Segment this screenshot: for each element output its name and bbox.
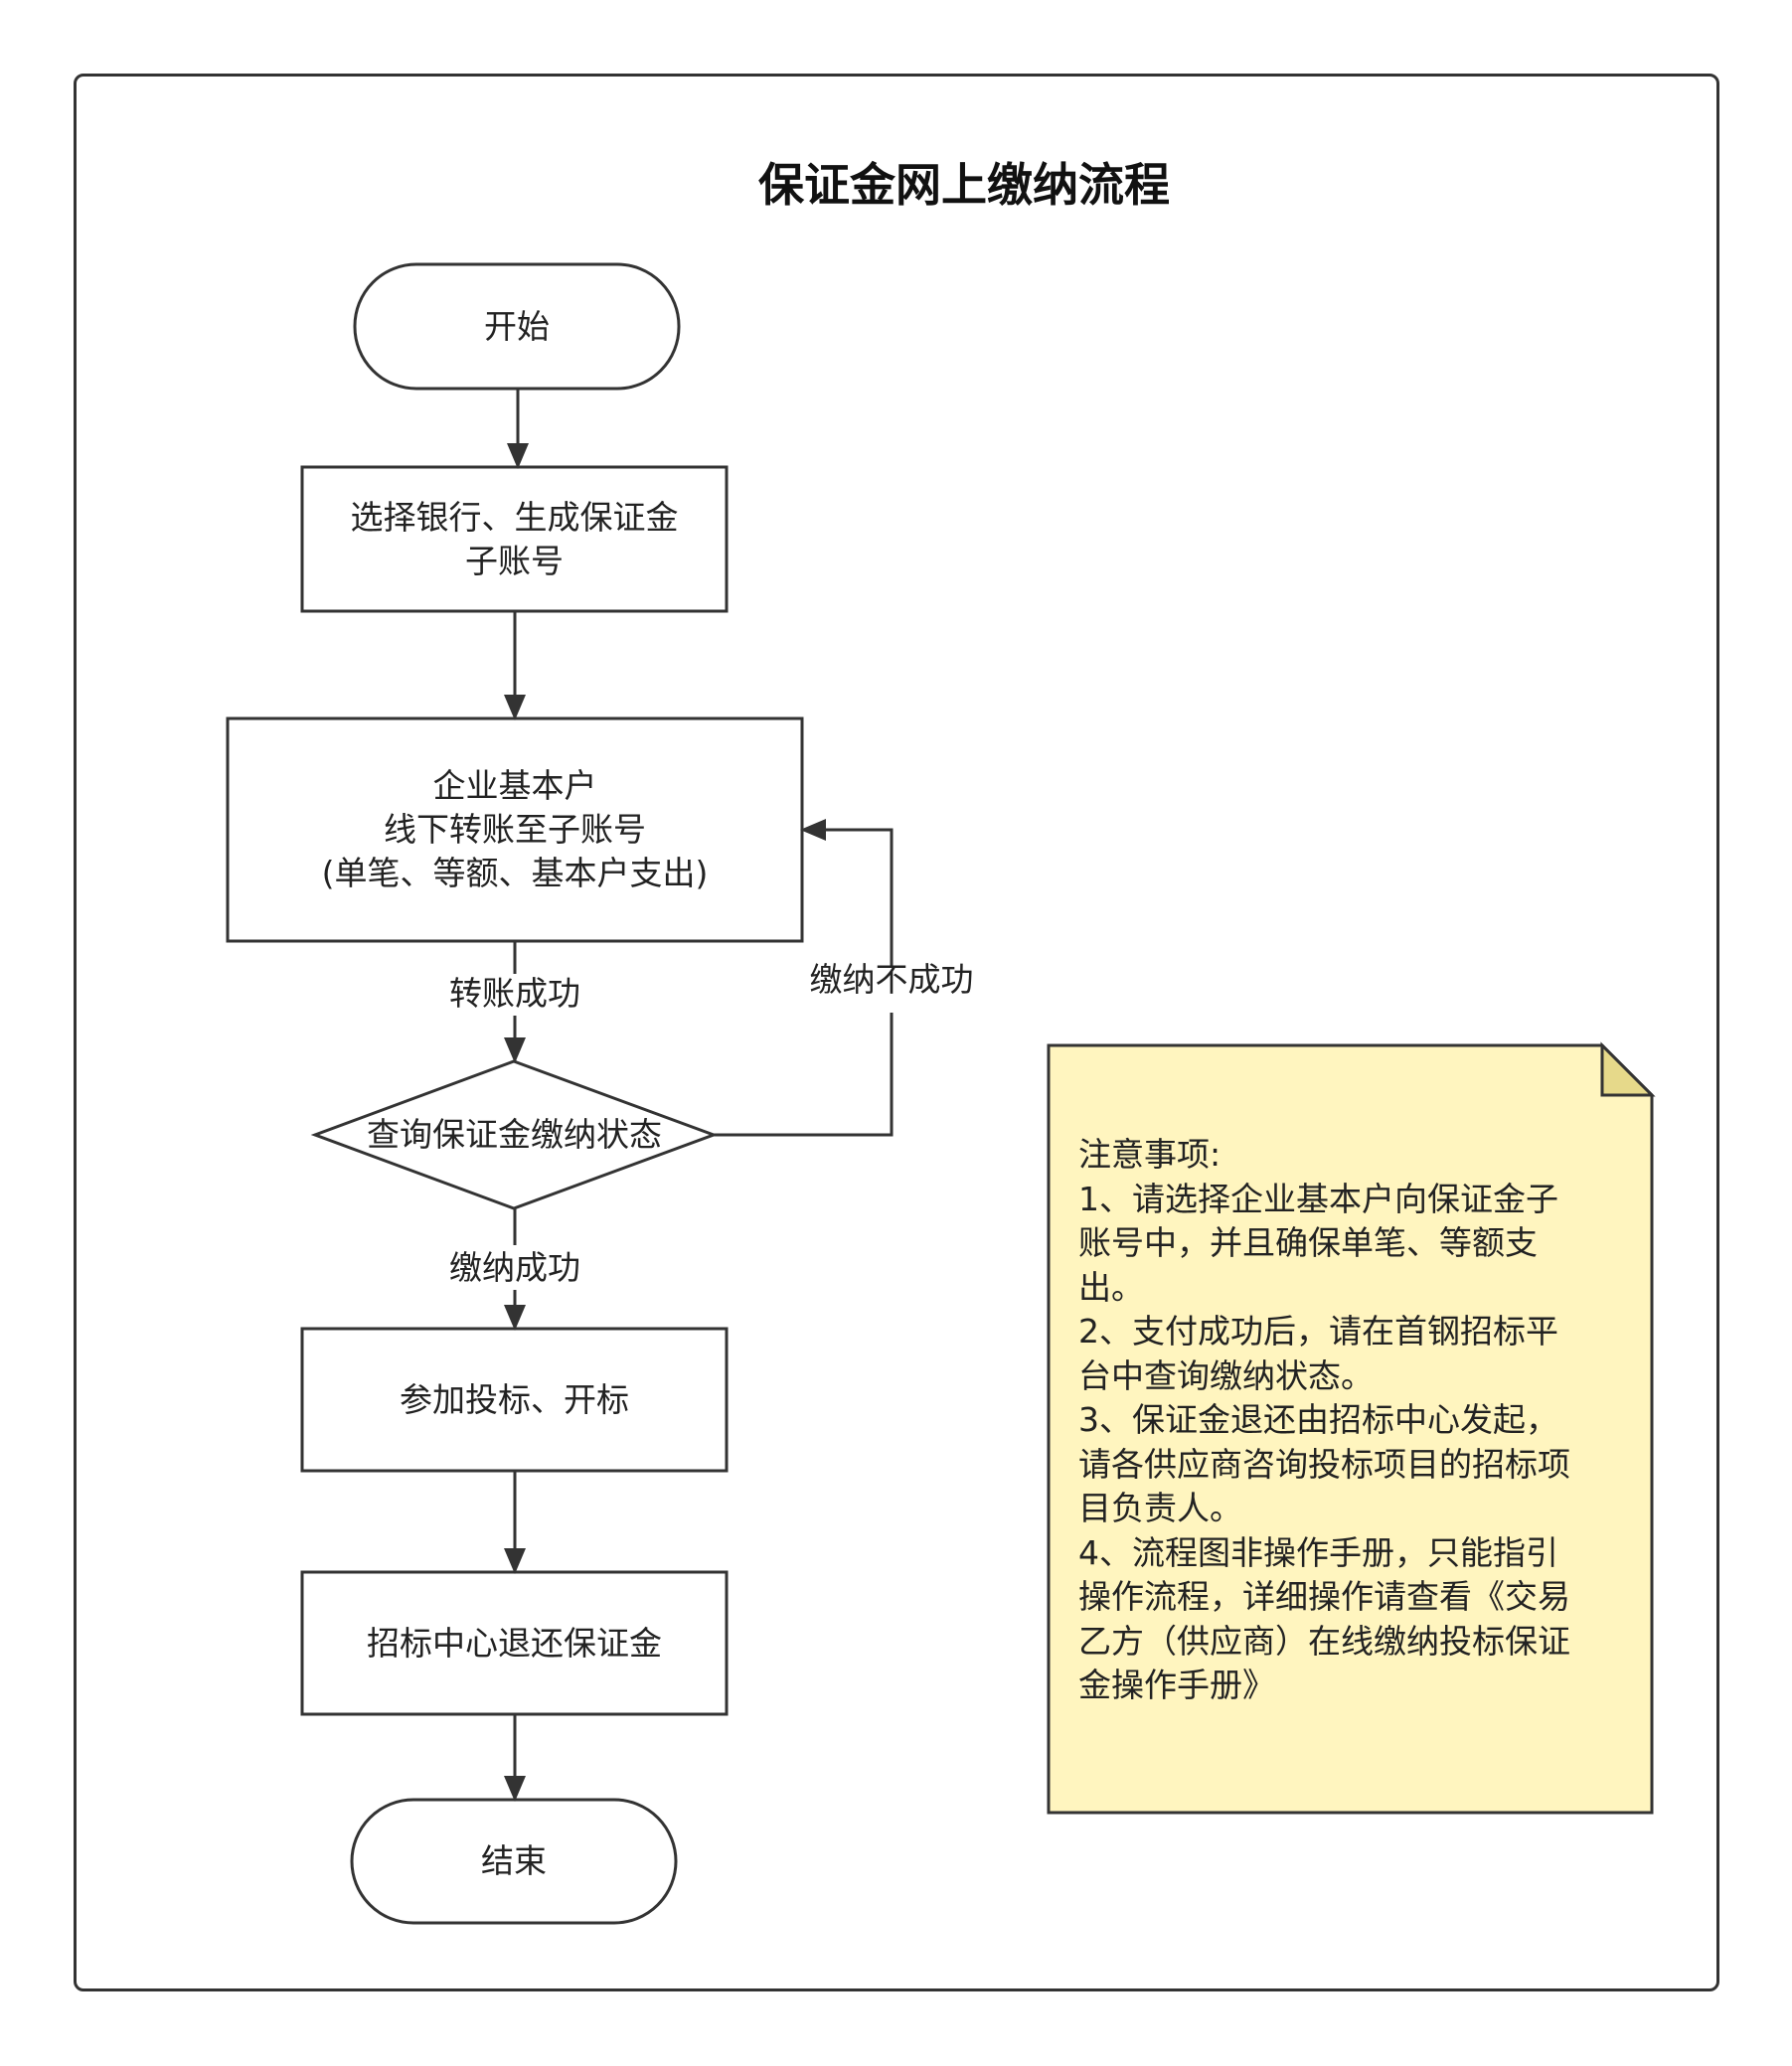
select-bank-label: 选择银行、生成保证金 子账号 [350,497,679,580]
note-line: 目负责人。 [1078,1489,1242,1527]
note-line: 乙方（供应商）在线缴纳投标保证 [1078,1621,1570,1661]
note-line: 账号中，并且确保单笔、等额支 [1078,1223,1538,1262]
edge-query-retry-loop-upper [800,819,894,966]
note-line: 注意事项: [1078,1135,1222,1174]
note-line: 1、请选择企业基本户向保证金子 [1078,1179,1558,1218]
bid-label: 参加投标、开标 [400,1379,629,1419]
note-text: 注意事项: 1、请选择企业基本户向保证金子 账号中，并且确保单笔、等额支 出。 … [1078,1133,1645,1708]
end-label: 结束 [481,1841,547,1880]
edge-query-retry-loop [714,1013,894,1137]
note-line: 金操作手册》 [1078,1666,1275,1704]
note-line: 2、支付成功后，请在首钢招标平 [1078,1312,1558,1351]
edge-label-transfer-success: 转账成功 [449,974,580,1013]
note-line: 3、保证金退还由招标中心发起， [1078,1400,1558,1439]
start-label: 开始 [484,306,550,346]
note-line: 台中查询缴纳状态。 [1078,1355,1374,1395]
query-status-label: 查询保证金缴纳状态 [367,1115,662,1154]
refund-label: 招标中心退还保证金 [367,1623,662,1663]
note-line: 操作流程，详细操作请查看《交易 [1078,1577,1570,1616]
note-box [1047,1043,1654,1815]
edge-label-payment-failed: 缴纳不成功 [809,960,974,999]
transfer-label: 企业基本户 线下转账至子账号 (单笔、等额、基本户支出) [321,766,709,892]
transfer-process [226,716,804,943]
diagram-title: 保证金网上缴纳流程 [758,158,1170,212]
note-line: 出。 [1078,1267,1144,1307]
diagram-frame [74,74,1719,1991]
edge-label-payment-success: 缴纳成功 [449,1248,580,1287]
note-fold [1600,1041,1656,1097]
note-line: 请各供应商咨询投标项目的招标项 [1078,1444,1570,1484]
note-line: 4、流程图非操作手册，只能指引 [1078,1532,1558,1572]
